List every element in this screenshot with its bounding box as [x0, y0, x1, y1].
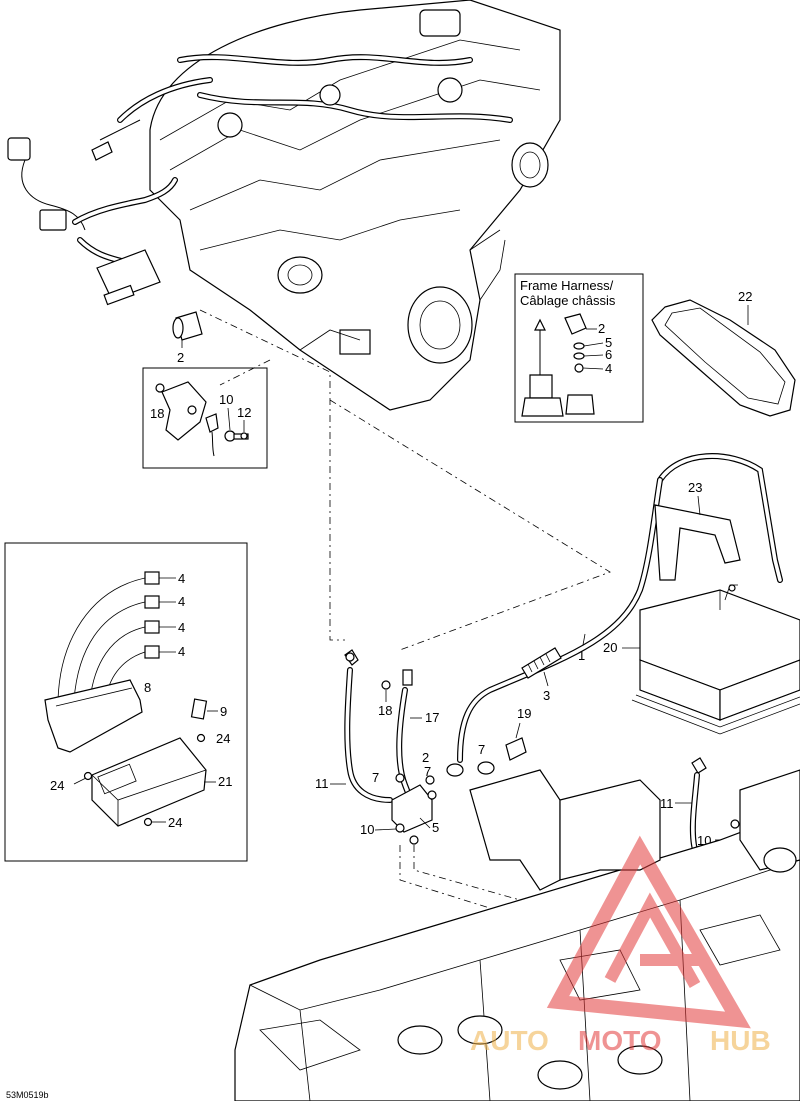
sensor-harness — [7, 119, 178, 306]
starter-label-10: 10 — [219, 392, 233, 407]
label-2-mid: 2 — [422, 750, 429, 765]
cable-17: 17 18 — [378, 669, 439, 810]
frame-harness-title-fr: Câblage châssis — [520, 293, 616, 308]
label-23: 23 — [688, 480, 702, 495]
battery-assembly: 23 20 1 — [457, 453, 800, 763]
fusebox-label-21: 21 — [218, 774, 232, 789]
starter-label-12: 12 — [237, 405, 251, 420]
fuse-label-4b: 4 — [178, 594, 185, 609]
frame-label-4: 4 — [605, 361, 612, 376]
fusebox-label-24a: 24 — [216, 731, 230, 746]
document-code: 53M0519b — [6, 1090, 49, 1100]
starter-label-18: 18 — [150, 406, 164, 421]
fuse-label-4d: 4 — [178, 644, 185, 659]
fuse-label-4a: 4 — [178, 571, 185, 586]
cable-11-left: 11 — [315, 649, 393, 803]
fusebox-label-24c: 24 — [168, 815, 182, 830]
label-7-c: 7 — [478, 742, 485, 757]
label-10-left: 10 — [360, 822, 374, 837]
label-3-top: 3 — [543, 688, 550, 703]
watermark-logo: AUTO MOTO HUB — [470, 835, 771, 1056]
fusebox-label-24b: 24 — [50, 778, 64, 793]
label-5: 5 — [432, 820, 439, 835]
label-7-a: 7 — [372, 770, 379, 785]
watermark-auto: AUTO — [470, 1025, 549, 1056]
label-1: 1 — [578, 648, 585, 663]
fusebox-label-9: 9 — [220, 704, 227, 719]
frame-harness-callout: Frame Harness/ Câblage châssis 2 5 6 4 — [514, 273, 644, 423]
engine-assembly — [117, 0, 561, 411]
grommet-3: 3 — [521, 647, 562, 703]
label-7-b: 7 — [424, 764, 431, 779]
pad-22: 22 — [651, 289, 796, 417]
frame-label-2: 2 — [598, 321, 605, 336]
fuse-label-4c: 4 — [178, 620, 185, 635]
frame-label-6: 6 — [605, 347, 612, 362]
fusebox-callout-box: 4 4 4 4 8 9 21 24 24 24 — [4, 542, 248, 862]
label-2-top: 2 — [177, 350, 184, 365]
frame-harness-title-en: Frame Harness/ — [520, 278, 614, 293]
watermark-moto: MOTO — [578, 1025, 661, 1056]
label-20: 20 — [603, 640, 617, 655]
fusebox-label-8: 8 — [144, 680, 151, 695]
starter-solenoid: 7 2 7 7 19 10 5 — [360, 706, 531, 845]
label-17: 17 — [425, 710, 439, 725]
frame-label-5: 5 — [605, 335, 612, 350]
label-11-left: 11 — [315, 776, 329, 791]
label-22: 22 — [738, 289, 752, 304]
label-18: 18 — [378, 703, 392, 718]
label-19: 19 — [517, 706, 531, 721]
starter-callout-box: 18 10 12 — [142, 367, 268, 469]
fuse-item-2-top: 2 — [172, 311, 203, 365]
label-11-right: 11 — [660, 796, 674, 811]
watermark-hub: HUB — [710, 1025, 771, 1056]
